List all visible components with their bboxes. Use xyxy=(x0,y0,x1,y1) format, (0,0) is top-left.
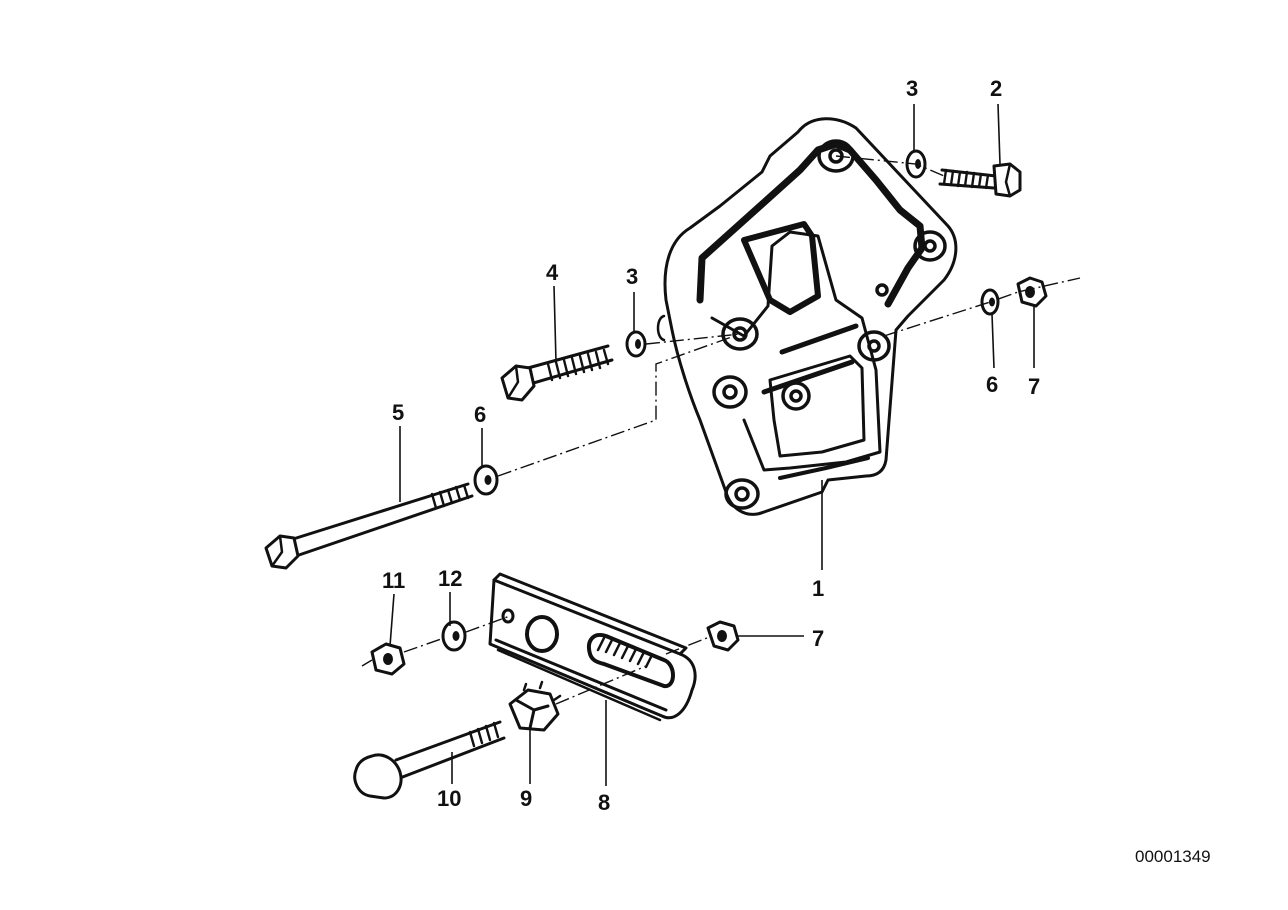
bolt-part-5 xyxy=(264,482,474,570)
callout-1: 1 xyxy=(812,576,824,601)
callout-4: 4 xyxy=(546,260,559,285)
washer-part-12 xyxy=(441,620,467,652)
callout-6-left: 6 xyxy=(474,402,486,427)
callout-5: 5 xyxy=(392,400,404,425)
callout-9: 9 xyxy=(520,786,532,811)
callout-7-upper: 7 xyxy=(1028,374,1040,399)
adjusting-nut-part-9 xyxy=(508,680,562,732)
callout-12: 12 xyxy=(438,566,462,591)
nut-part-7-upper xyxy=(1016,276,1048,308)
callout-6-right: 6 xyxy=(986,372,998,397)
washer-part-3-middle xyxy=(625,330,647,358)
callout-3-upper: 3 xyxy=(906,76,918,101)
nut-part-7-lower xyxy=(706,620,740,652)
washer-part-6-left xyxy=(473,464,499,496)
nut-part-11 xyxy=(370,642,406,676)
assembly-center-lines xyxy=(361,155,1081,705)
callout-7-lower: 7 xyxy=(812,626,824,651)
callout-10: 10 xyxy=(437,786,461,811)
adjusting-bolt-part-10 xyxy=(353,720,506,800)
callout-11: 11 xyxy=(382,568,405,593)
callout-labels: 1 2 3 3 4 5 6 6 7 7 8 9 10 11 12 xyxy=(382,76,1040,815)
callout-8: 8 xyxy=(598,790,610,815)
callout-2: 2 xyxy=(990,76,1002,101)
diagram-reference-number: 00001349 xyxy=(1135,847,1211,866)
callout-3-middle: 3 xyxy=(626,264,638,289)
washer-part-6-right xyxy=(980,288,1000,316)
bracket-part-1 xyxy=(656,117,958,516)
leader-lines xyxy=(389,103,1035,786)
adjusting-plate-part-8 xyxy=(488,572,697,722)
bolt-part-2 xyxy=(938,162,1022,198)
bolt-part-4 xyxy=(500,344,614,402)
